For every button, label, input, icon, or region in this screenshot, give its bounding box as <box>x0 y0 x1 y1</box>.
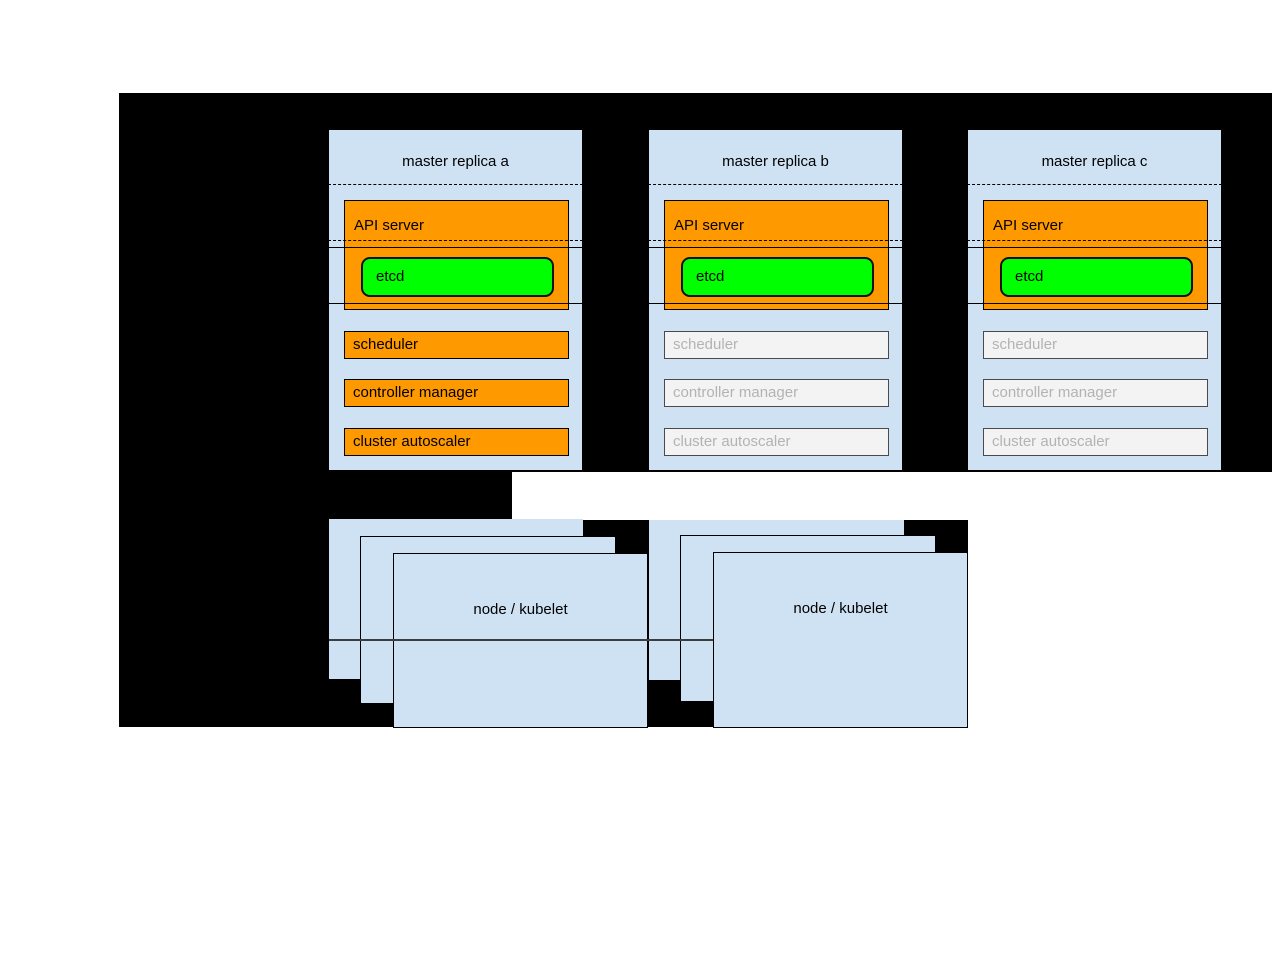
node-stack2-front-box: node / kubelet <box>713 552 968 728</box>
node-label: node / kubelet <box>793 600 888 617</box>
separator-dashed <box>648 184 903 185</box>
separator-dashed <box>967 240 1222 241</box>
api-server-label: API server <box>354 217 425 234</box>
component-box-controller-manager: controller manager <box>344 379 569 407</box>
separator-dashed <box>967 184 1222 185</box>
component-box-scheduler: scheduler <box>344 331 569 359</box>
master-replica-a-panel: master replica a API server etcd schedul… <box>328 129 583 471</box>
ha-connector-line <box>329 639 713 641</box>
master-title: master replica b <box>722 153 829 170</box>
component-box-scheduler: scheduler <box>983 331 1208 359</box>
master-replica-c-panel: master replica c API server etcd schedul… <box>967 129 1222 471</box>
separator-solid <box>328 247 583 248</box>
component-box-controller-manager: controller manager <box>664 379 889 407</box>
master-title: master replica a <box>402 153 509 170</box>
master-title: master replica c <box>1041 153 1148 170</box>
separator-dashed <box>328 184 583 185</box>
etcd-box: etcd <box>1000 257 1193 297</box>
api-server-label: API server <box>674 217 745 234</box>
separator-solid <box>648 247 903 248</box>
component-box-controller-manager: controller manager <box>983 379 1208 407</box>
separator-solid <box>328 303 583 304</box>
separator-solid <box>648 303 903 304</box>
etcd-box: etcd <box>361 257 554 297</box>
component-box-cluster-autoscaler: cluster autoscaler <box>983 428 1208 456</box>
separator-solid <box>967 247 1222 248</box>
separator-dashed <box>648 240 903 241</box>
component-box-cluster-autoscaler: cluster autoscaler <box>664 428 889 456</box>
component-box-scheduler: scheduler <box>664 331 889 359</box>
api-server-label: API server <box>993 217 1064 234</box>
component-box-cluster-autoscaler: cluster autoscaler <box>344 428 569 456</box>
node-label: node / kubelet <box>473 601 568 618</box>
separator-solid <box>967 303 1222 304</box>
etcd-box: etcd <box>681 257 874 297</box>
separator-dashed <box>328 240 583 241</box>
master-replica-b-panel: master replica b API server etcd schedul… <box>648 129 903 471</box>
